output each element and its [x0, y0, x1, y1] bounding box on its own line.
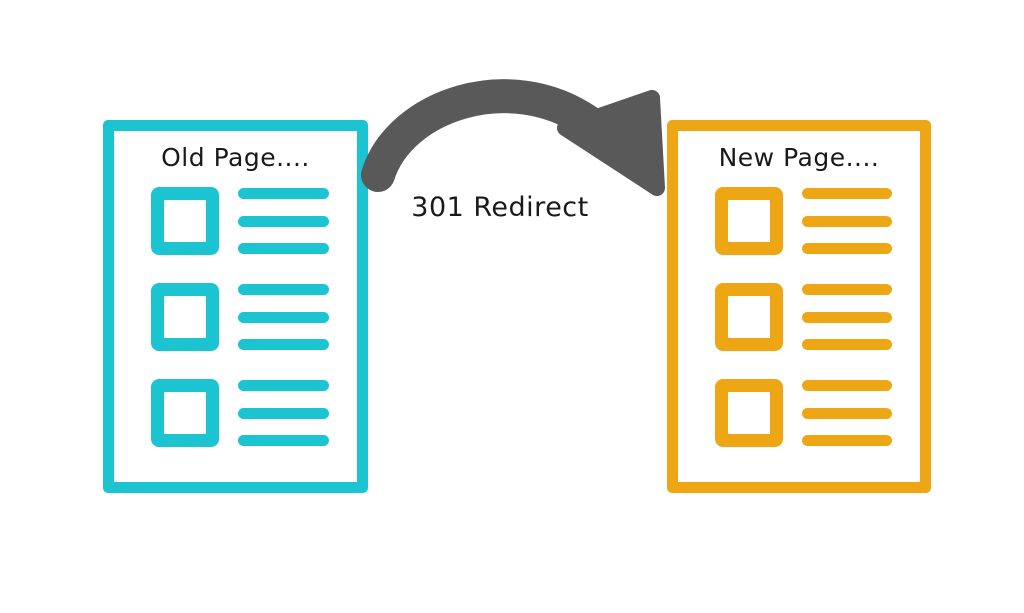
- checkbox-outline-icon: [715, 283, 783, 351]
- text-line: [802, 380, 892, 391]
- text-line: [238, 311, 329, 323]
- text-line: [238, 339, 329, 350]
- redirect-label: 301 Redirect: [411, 192, 589, 223]
- list-item: [715, 187, 894, 255]
- text-lines: [802, 188, 894, 254]
- checkbox-outline-icon: [715, 187, 783, 255]
- text-lines: [238, 284, 331, 350]
- new-page-card: New Page....: [667, 120, 931, 493]
- text-line: [238, 215, 329, 227]
- text-line: [802, 339, 892, 350]
- text-line: [802, 188, 892, 199]
- text-lines: [802, 380, 894, 446]
- text-lines: [238, 380, 331, 446]
- text-line: [802, 435, 892, 446]
- text-line: [238, 407, 329, 419]
- text-lines: [238, 188, 331, 254]
- text-line: [802, 284, 892, 295]
- text-line: [238, 243, 329, 254]
- list-item: [715, 283, 894, 351]
- old-page-rows: [151, 187, 331, 447]
- text-line: [802, 243, 892, 254]
- new-page-rows: [715, 187, 894, 447]
- text-line: [238, 188, 329, 199]
- text-line: [802, 311, 892, 323]
- list-item: [151, 379, 331, 447]
- checkbox-outline-icon: [715, 379, 783, 447]
- checkbox-outline-icon: [151, 379, 219, 447]
- old-page-card: Old Page....: [103, 120, 368, 493]
- text-line: [802, 215, 892, 227]
- curved-arrow-icon: [361, 79, 665, 196]
- new-page-title: New Page....: [718, 143, 880, 172]
- checkbox-outline-icon: [151, 187, 219, 255]
- redirect-arrow: [360, 60, 670, 205]
- list-item: [151, 283, 331, 351]
- list-item: [715, 379, 894, 447]
- list-item: [151, 187, 331, 255]
- text-lines: [802, 284, 894, 350]
- text-line: [802, 407, 892, 419]
- old-page-title: Old Page....: [161, 143, 310, 172]
- text-line: [238, 284, 329, 295]
- checkbox-outline-icon: [151, 283, 219, 351]
- text-line: [238, 435, 329, 446]
- text-line: [238, 380, 329, 391]
